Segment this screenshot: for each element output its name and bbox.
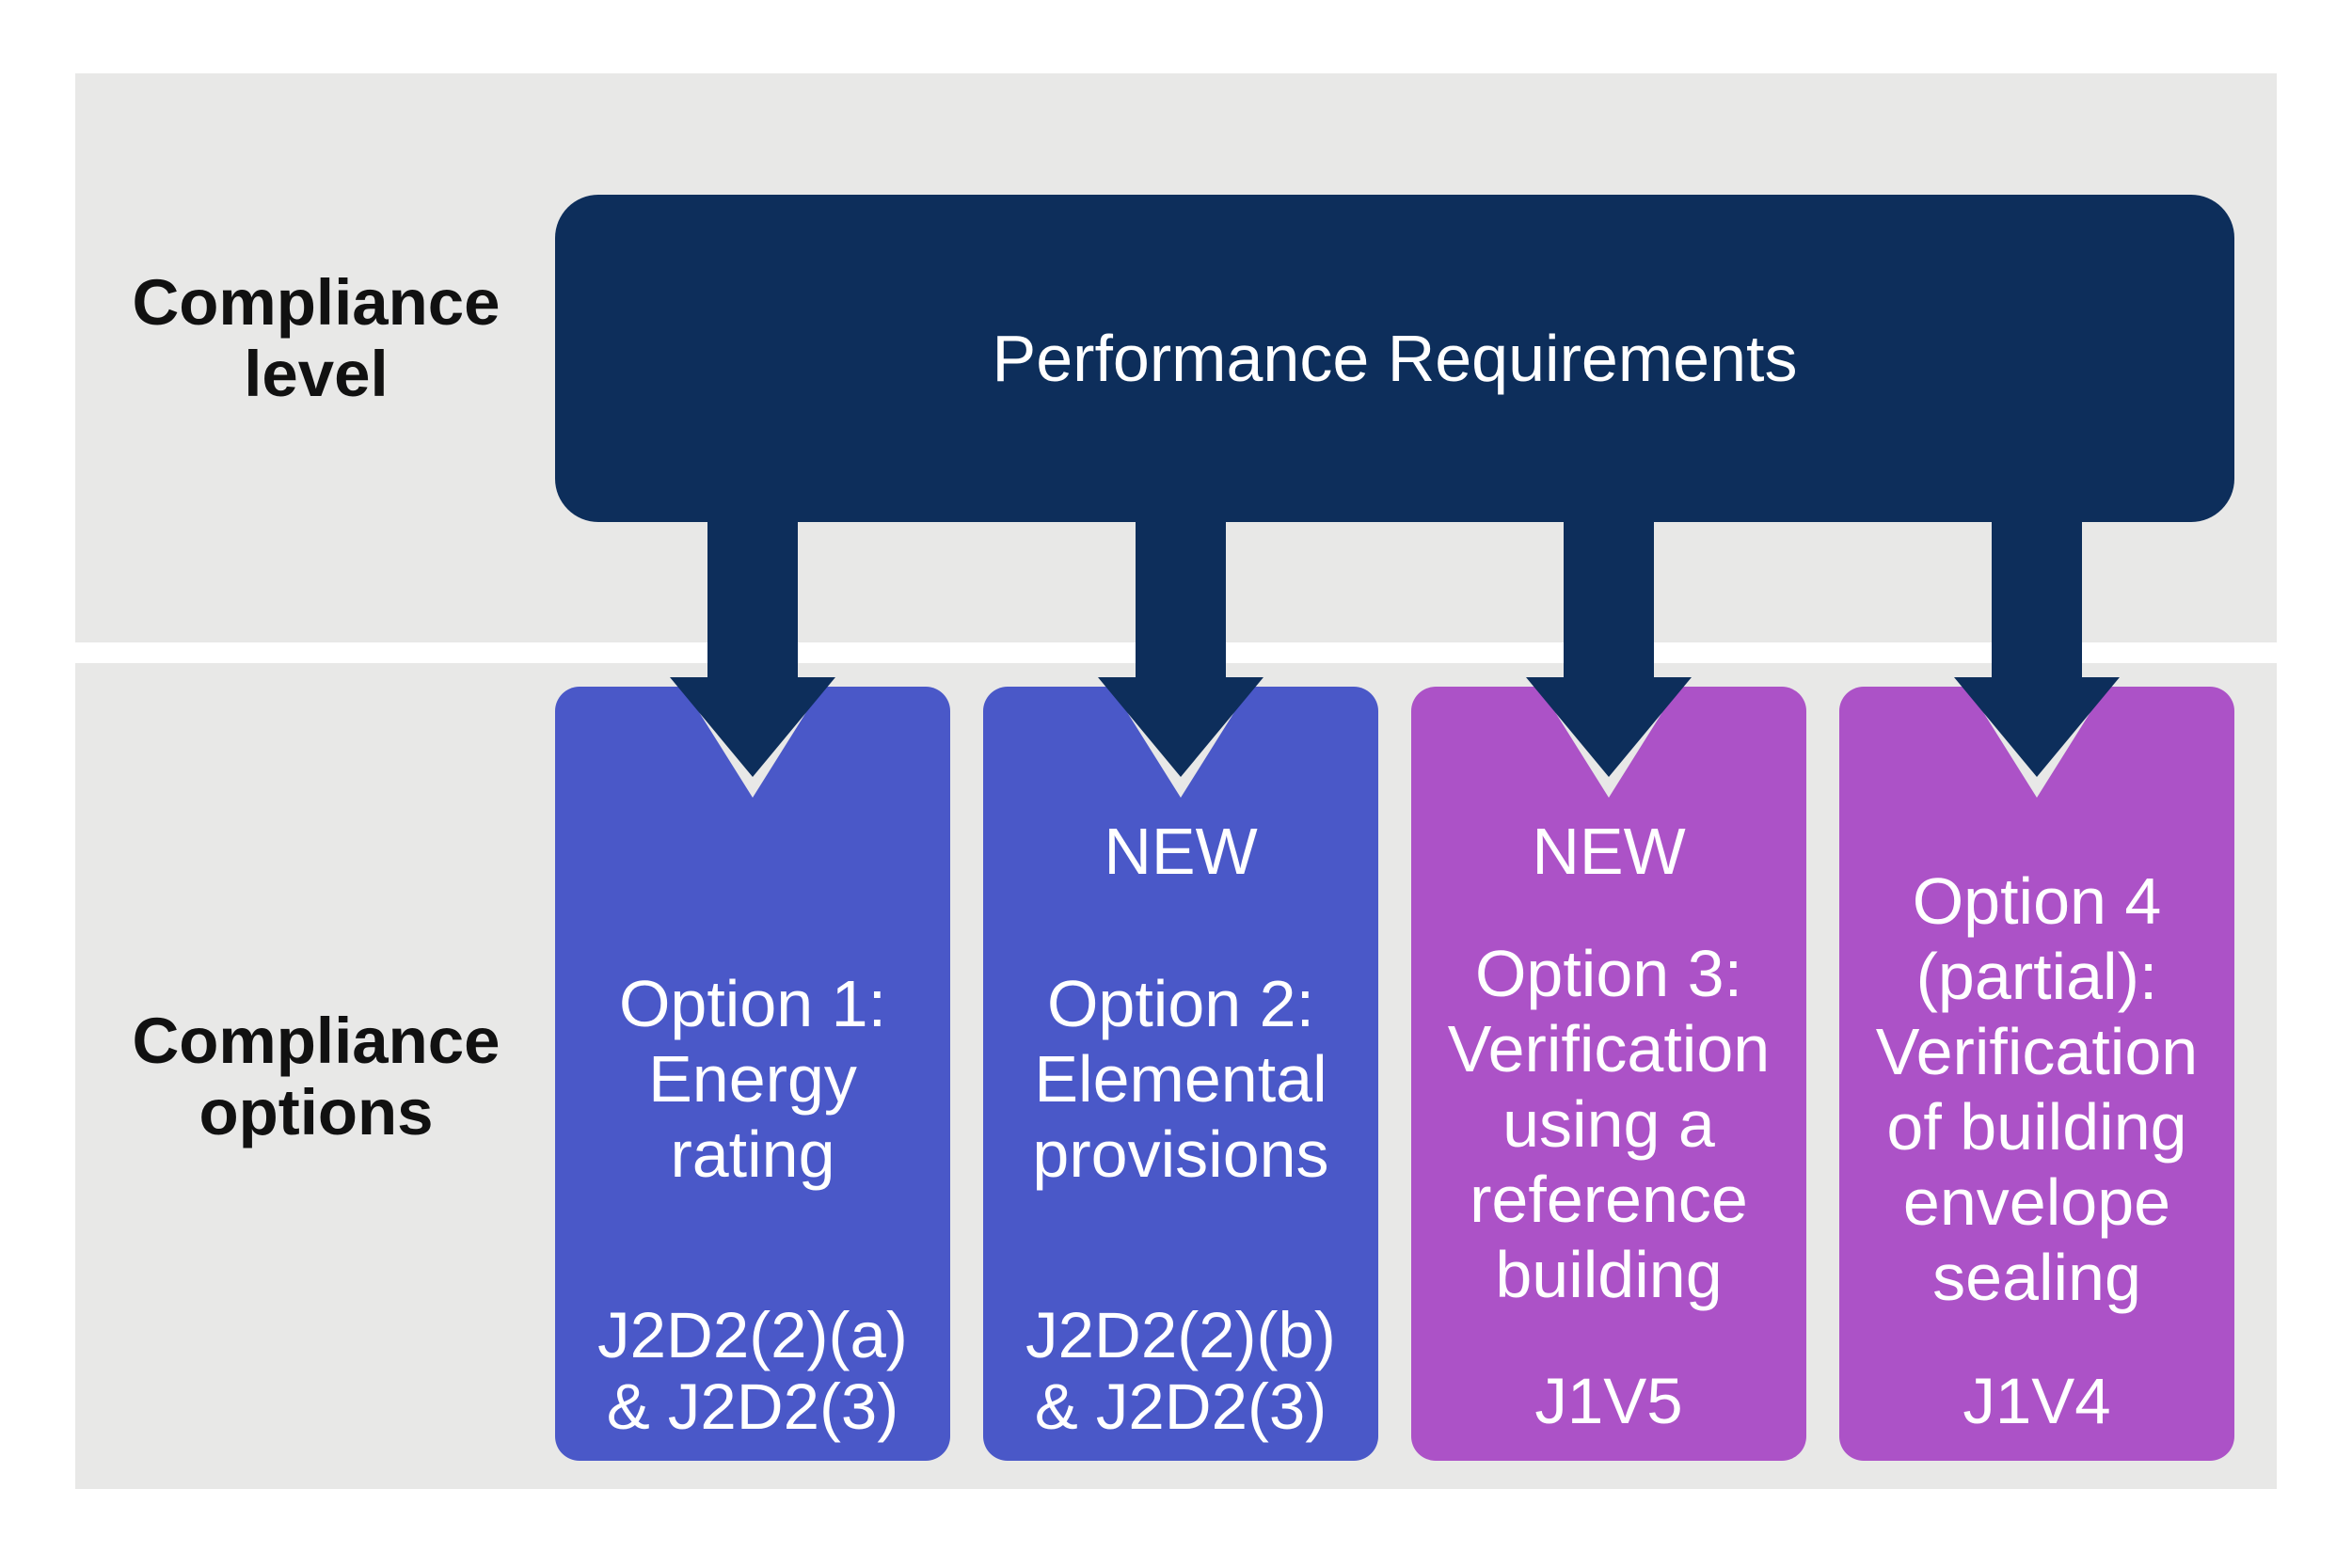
text-line: Verification bbox=[1447, 1012, 1771, 1085]
text-line: of building bbox=[1886, 1090, 2187, 1164]
option-4-clause: J1V4 bbox=[1839, 1366, 2234, 1437]
new-badge: NEW bbox=[1532, 815, 1686, 888]
text-line: J1V5 bbox=[1534, 1365, 1683, 1437]
option-1-clause: J2D2(2)(a) & J2D2(3) bbox=[555, 1300, 950, 1443]
text-line: J2D2(2)(a) bbox=[597, 1299, 908, 1371]
label-compliance-options: Compliance options bbox=[75, 1006, 557, 1148]
option-2-clause: J2D2(2)(b) & J2D2(3) bbox=[983, 1300, 1378, 1443]
option-4-title: Option 4 (partial): Verification of buil… bbox=[1839, 863, 2234, 1315]
text-line: J2D2(2)(b) bbox=[1025, 1299, 1336, 1371]
label-compliance-level: Compliance level bbox=[75, 267, 557, 410]
performance-requirements-box: Performance Requirements bbox=[555, 195, 2234, 522]
down-arrow bbox=[670, 522, 835, 777]
arrow-head bbox=[1526, 677, 1692, 777]
new-badge: NEW bbox=[1104, 815, 1258, 888]
text-line: & J2D2(3) bbox=[1034, 1370, 1327, 1443]
text-line: Option 3: bbox=[1474, 937, 1743, 1010]
arrow-head bbox=[1098, 677, 1263, 777]
text-line: Compliance bbox=[132, 1005, 501, 1077]
arrow-head bbox=[670, 677, 835, 777]
text-line: Elemental bbox=[1034, 1042, 1327, 1116]
arrow-shaft bbox=[1564, 522, 1654, 682]
option-3-clause: J1V5 bbox=[1411, 1366, 1806, 1437]
arrow-shaft bbox=[1992, 522, 2082, 682]
option-box-4: Option 4 (partial): Verification of buil… bbox=[1839, 687, 2234, 1461]
text-line: level bbox=[244, 338, 389, 410]
text-line: Verification bbox=[1875, 1015, 2199, 1088]
performance-requirements-title: Performance Requirements bbox=[992, 322, 1798, 395]
text-line: provisions bbox=[1032, 1117, 1329, 1191]
option-2-title: Option 2: Elemental provisions bbox=[983, 966, 1378, 1192]
down-arrow bbox=[1098, 522, 1263, 777]
option-box-2: NEW Option 2: Elemental provisions J2D2(… bbox=[983, 687, 1378, 1461]
text-line: using a bbox=[1502, 1087, 1715, 1161]
text-line: building bbox=[1495, 1238, 1723, 1311]
option-box-1: Option 1: Energy rating J2D2(2)(a) & J2D… bbox=[555, 687, 950, 1461]
option-box-3: NEW Option 3: Verification using a refer… bbox=[1411, 687, 1806, 1461]
arrow-shaft bbox=[707, 522, 798, 682]
down-arrow bbox=[1954, 522, 2120, 777]
text-line: options bbox=[199, 1076, 434, 1148]
text-line: Option 1: bbox=[618, 967, 887, 1040]
down-arrow bbox=[1526, 522, 1692, 777]
text-line: envelope bbox=[1902, 1165, 2171, 1239]
text-line: Option 4 bbox=[1912, 864, 2162, 938]
text-line: reference bbox=[1470, 1163, 1748, 1236]
text-line: J1V4 bbox=[1963, 1365, 2111, 1437]
text-line: sealing bbox=[1932, 1241, 2141, 1314]
text-line: Option 2: bbox=[1046, 967, 1315, 1040]
text-line: & J2D2(3) bbox=[606, 1370, 899, 1443]
text-line: Energy bbox=[648, 1042, 857, 1116]
text-line: (partial): bbox=[1915, 940, 2158, 1013]
text-line: Compliance bbox=[132, 266, 501, 339]
option-3-title: Option 3: Verification using a reference… bbox=[1411, 936, 1806, 1312]
text-line: rating bbox=[670, 1117, 835, 1191]
arrow-head bbox=[1954, 677, 2120, 777]
arrow-shaft bbox=[1136, 522, 1226, 682]
option-1-title: Option 1: Energy rating bbox=[555, 966, 950, 1192]
